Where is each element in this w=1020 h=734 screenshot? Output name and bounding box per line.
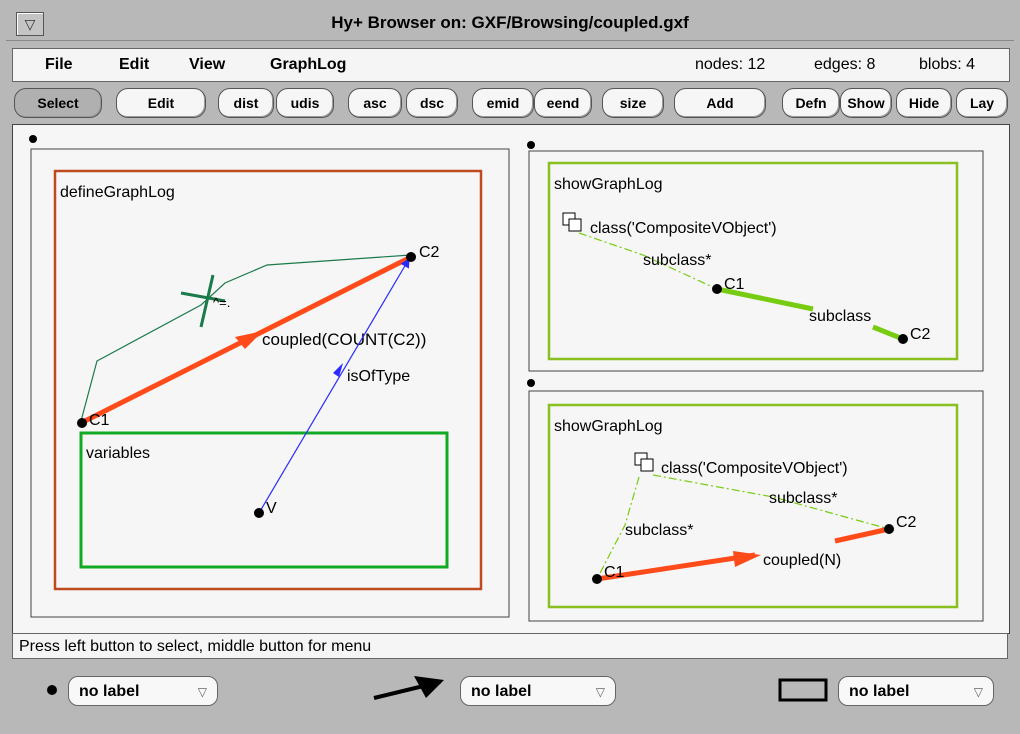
show-panel-1[interactable] xyxy=(528,150,984,372)
show-graphlog-title-1: showGraphLog xyxy=(554,176,663,193)
node-c2-show1-label: C2 xyxy=(910,326,931,343)
bottom-icons xyxy=(47,676,828,702)
node-label-value: no label xyxy=(79,683,140,700)
show-panel-2[interactable] xyxy=(528,390,984,622)
node-c2-show2-label: C2 xyxy=(896,514,917,531)
class-label-2: class('CompositeVObject') xyxy=(661,460,848,477)
panel-handle-dot[interactable] xyxy=(527,379,535,387)
define-graphlog-title: defineGraphLog xyxy=(60,184,175,201)
subclass-star-edge-1[interactable] xyxy=(578,232,718,290)
title-bar: ▽ Hy+ Browser on: GXF/Browsing/coupled.g… xyxy=(6,6,1014,41)
window-title: Hy+ Browser on: GXF/Browsing/coupled.gxf xyxy=(331,13,689,32)
chevron-down-icon: ▽ xyxy=(973,685,983,699)
edge-arrow-icon xyxy=(414,676,444,698)
node-c1-show2-label: C1 xyxy=(604,564,625,581)
edges-count: edges: 8 xyxy=(814,56,876,73)
eend-button[interactable]: eend xyxy=(534,88,592,118)
coupled-edge-arrowhead xyxy=(235,331,263,349)
subclass-star-label-1: subclass* xyxy=(643,252,711,269)
add-button[interactable]: Add xyxy=(674,88,766,118)
define-graphlog-box[interactable] xyxy=(53,169,483,591)
node-c1-show1-label: C1 xyxy=(724,276,745,293)
status-bar: Press left button to select, middle butt… xyxy=(12,633,1008,659)
graph-svg[interactable]: defineGraphLog variables ^=. coupled(COU… xyxy=(13,125,1009,633)
nodes-count: nodes: 12 xyxy=(695,56,766,73)
chevron-down-icon: ▽ xyxy=(197,685,207,699)
toolbar: Select Edit dist udis asc dsc emid eend … xyxy=(12,84,1008,120)
negation-bar-icon xyxy=(180,291,226,303)
window-menu-button[interactable]: ▽ xyxy=(16,12,44,36)
coupled-edge-2-arrowhead xyxy=(733,551,761,567)
size-button[interactable]: size xyxy=(602,88,664,118)
show-graphlog-title-2: showGraphLog xyxy=(554,418,663,435)
coupled-edge-label: coupled(COUNT(C2)) xyxy=(262,330,426,349)
coupled-edge-2[interactable] xyxy=(596,552,756,582)
subclass-star-edge-2a[interactable] xyxy=(596,476,640,580)
node-c1[interactable] xyxy=(77,418,87,428)
subclass-star-label-2b: subclass* xyxy=(769,490,837,507)
dsc-button[interactable]: dsc xyxy=(406,88,458,118)
node-c2[interactable] xyxy=(406,252,416,262)
menu-view[interactable]: View xyxy=(189,56,226,73)
blob-label-dropdown[interactable]: no label ▽ xyxy=(838,676,994,706)
node-v[interactable] xyxy=(254,508,264,518)
blob-type-icon xyxy=(778,678,828,702)
lay-button[interactable]: Lay xyxy=(956,88,1008,118)
variables-title: variables xyxy=(86,445,150,462)
node-c2-show1[interactable] xyxy=(898,334,908,344)
isoftype-arrowhead xyxy=(333,363,343,377)
edit-button[interactable]: Edit xyxy=(116,88,206,118)
node-c1-show1[interactable] xyxy=(712,284,722,294)
define-panel[interactable] xyxy=(30,148,510,618)
show-graphlog-box-2[interactable] xyxy=(547,403,959,609)
node-v-label: V xyxy=(266,500,277,517)
node-c1-label: C1 xyxy=(89,412,110,429)
label-selector-bar: no label ▽ no label ▽ no label ▽ xyxy=(12,664,1008,716)
negation-cross-icon xyxy=(199,274,215,328)
subclass-edge-1-tail[interactable] xyxy=(872,324,904,342)
chevron-down-icon: ▽ xyxy=(595,685,605,699)
menu-file[interactable]: File xyxy=(45,56,73,73)
subclass-edge-1[interactable] xyxy=(716,286,814,312)
blob-label-value: no label xyxy=(849,683,910,700)
class-blob-icon xyxy=(568,218,582,232)
menu-graphlog[interactable]: GraphLog xyxy=(270,56,347,73)
panel-handle-dot[interactable] xyxy=(29,135,37,143)
negated-edge[interactable] xyxy=(80,254,412,422)
node-c1-show2[interactable] xyxy=(592,574,602,584)
menu-edit[interactable]: Edit xyxy=(119,56,150,73)
blobs-count: blobs: 4 xyxy=(919,56,976,73)
hide-button[interactable]: Hide xyxy=(896,88,952,118)
node-c2-label: C2 xyxy=(419,244,440,261)
isoftype-label: isOfType xyxy=(347,368,410,385)
udis-button[interactable]: udis xyxy=(276,88,334,118)
coupled-label-2: coupled(N) xyxy=(763,552,841,569)
isoftype-edge[interactable] xyxy=(258,257,410,514)
menu-bar: File Edit View GraphLog nodes: 12 edges:… xyxy=(12,48,1010,82)
node-c2-show2[interactable] xyxy=(884,524,894,534)
subclass-label-1: subclass xyxy=(809,308,871,325)
defn-button[interactable]: Defn xyxy=(782,88,840,118)
panel-handle-dot[interactable] xyxy=(527,141,535,149)
node-type-icon xyxy=(47,685,57,695)
emid-button[interactable]: emid xyxy=(472,88,534,118)
graph-canvas[interactable]: defineGraphLog variables ^=. coupled(COU… xyxy=(12,124,1010,634)
show-graphlog-box-1[interactable] xyxy=(547,161,959,361)
variables-box[interactable] xyxy=(79,431,449,569)
dist-button[interactable]: dist xyxy=(218,88,274,118)
node-label-dropdown[interactable]: no label ▽ xyxy=(68,676,218,706)
coupled-edge-2-tail[interactable] xyxy=(834,526,890,544)
asc-button[interactable]: asc xyxy=(348,88,402,118)
edge-label-dropdown[interactable]: no label ▽ xyxy=(460,676,616,706)
show-button[interactable]: Show xyxy=(840,88,892,118)
class-label-1: class('CompositeVObject') xyxy=(590,220,777,237)
edge-label-value: no label xyxy=(471,683,532,700)
class-blob-icon xyxy=(640,458,654,472)
subclass-star-label-2a: subclass* xyxy=(625,522,693,539)
negation-label: ^=. xyxy=(213,295,230,310)
select-button[interactable]: Select xyxy=(14,88,102,118)
